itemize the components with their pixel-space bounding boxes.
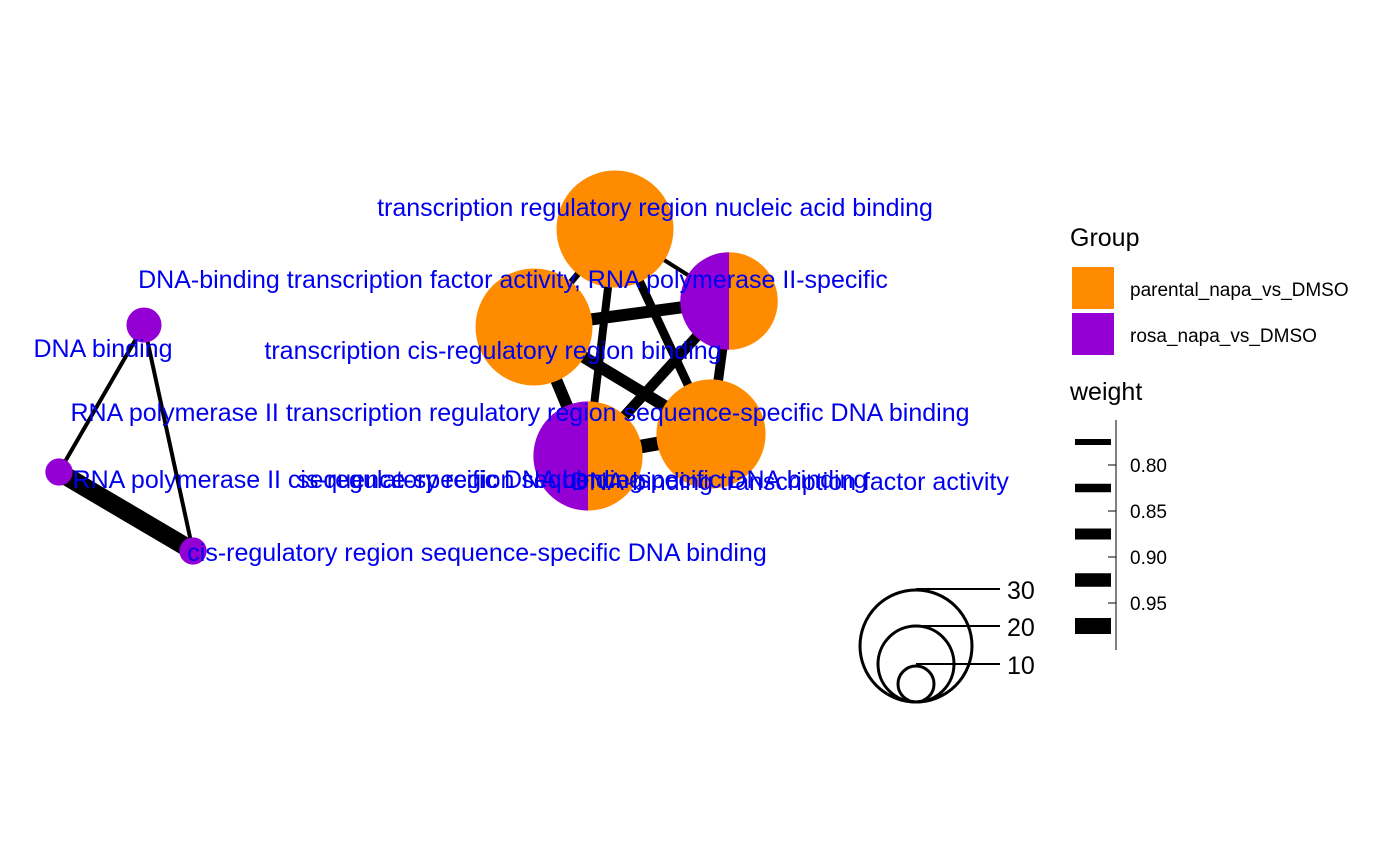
- node-crrssdb: [179, 537, 207, 565]
- weight-bar: [1075, 573, 1111, 587]
- legend-swatch-parental: [1072, 267, 1114, 309]
- weight-bar: [1075, 483, 1111, 493]
- node-label: transcription cis-regulatory region bind…: [264, 337, 721, 365]
- legend-label-parental: parental_napa_vs_DMSO: [1130, 280, 1349, 301]
- node-label: RNA polymerase II transcription regulato…: [70, 399, 969, 427]
- weight-bars: [1075, 439, 1111, 634]
- weight-bar: [1075, 528, 1111, 540]
- node-dnab: [126, 307, 162, 343]
- weight-tick-label: 0.90: [1130, 548, 1167, 569]
- node-label: RNA polymerase II cis-regulatory region …: [73, 466, 868, 494]
- pie-slice-parental: [588, 401, 643, 511]
- group-legend: Group parental_napa_vs_DMSO rosa_napa_vs…: [1070, 224, 1349, 355]
- nodes-layer: [45, 170, 778, 565]
- node-circle: [179, 537, 207, 565]
- node-rp2crr: [533, 401, 643, 511]
- edge: [57, 323, 146, 474]
- size-circles: [858, 588, 1000, 704]
- weight-legend: weight 0.80 0.85 0.90 0.95: [1069, 378, 1167, 650]
- size-circle: [858, 588, 974, 704]
- node-trrnab: [556, 170, 674, 288]
- edge: [54, 464, 198, 559]
- size-legend: 30 20 10: [858, 577, 1035, 704]
- weight-tick-label: 0.80: [1130, 456, 1167, 477]
- pie-slice-rosa: [680, 252, 729, 350]
- size-circle: [896, 664, 936, 704]
- node-label: DNA binding: [34, 335, 173, 363]
- pie-slice-parental: [729, 252, 778, 350]
- size-label: 10: [1007, 652, 1035, 680]
- node-label: transcription regulatory region nucleic …: [377, 194, 933, 222]
- node-label: DNA-binding transcription factor activit…: [138, 266, 888, 294]
- group-legend-title: Group: [1070, 224, 1139, 252]
- node-rp2trr: [656, 379, 766, 489]
- node-label: sequence-specific DNA binding: [297, 466, 643, 494]
- weight-legend-title: weight: [1069, 378, 1142, 406]
- legend-swatch-rosa: [1072, 313, 1114, 355]
- node-circle: [556, 170, 674, 288]
- pie-slice-rosa: [533, 401, 588, 511]
- node-circle: [45, 458, 73, 486]
- labels-layer: transcription regulatory region nucleic …: [34, 194, 1010, 567]
- weight-bar: [1075, 618, 1111, 634]
- weight-bar: [1075, 439, 1111, 445]
- legend-label-rosa: rosa_napa_vs_DMSO: [1130, 326, 1317, 347]
- node-label: cis-regulatory region sequence-specific …: [187, 539, 766, 567]
- node-label: DNA-binding transcription factor activit…: [571, 468, 1009, 496]
- node-ssdnab: [45, 458, 73, 486]
- weight-tick-label: 0.95: [1130, 594, 1167, 615]
- node-circle: [475, 268, 593, 386]
- node-circle: [126, 307, 162, 343]
- node-tcrrb: [475, 268, 593, 386]
- edge: [142, 324, 195, 552]
- size-label: 20: [1007, 614, 1035, 642]
- node-dbtfa2: [680, 252, 778, 350]
- size-label: 30: [1007, 577, 1035, 605]
- node-circle: [656, 379, 766, 489]
- weight-tick-label: 0.85: [1130, 502, 1167, 523]
